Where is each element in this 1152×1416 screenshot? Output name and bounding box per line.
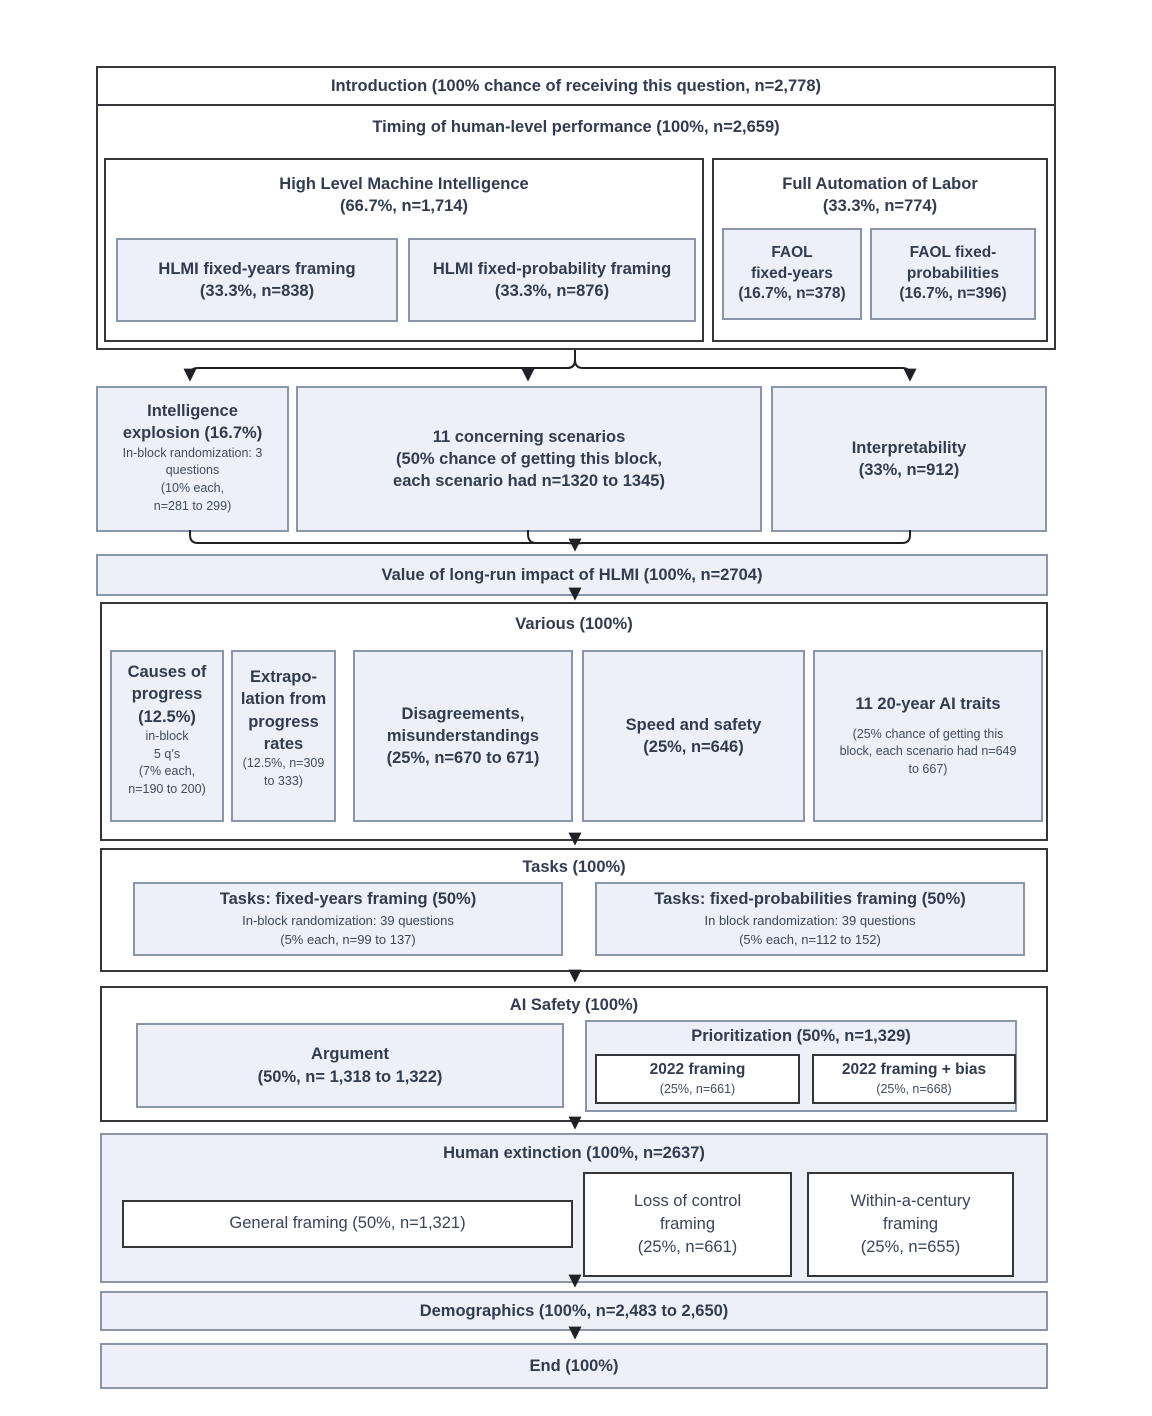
- end-box: End (100%): [100, 1343, 1048, 1389]
- concerning-scenarios-title: 11 concerning scenarios: [432, 427, 626, 446]
- ai-traits-detail: (25% chance of getting this block, each …: [839, 726, 1017, 777]
- framing-2022-bias-title: 2022 framing + bias: [841, 1060, 987, 1078]
- extrapolation-title: Extrapo- lation from progress rates: [240, 668, 327, 753]
- demographics-box: Demographics (100%, n=2,483 to 2,650): [100, 1291, 1048, 1331]
- faol-fixed-probabilities-box: FAOL fixed- probabilities (16.7%, n=396): [870, 228, 1036, 320]
- interpretability-box: Interpretability (33%, n=912): [771, 386, 1047, 532]
- ai-traits-box: 11 20-year AI traits (25% chance of gett…: [813, 650, 1043, 822]
- framing-2022-title: 2022 framing: [649, 1060, 746, 1078]
- framing-2022-sub: (25%, n=661): [659, 1081, 736, 1096]
- ai-traits-title: 11 20-year AI traits: [855, 695, 1001, 714]
- intelligence-explosion-title: Intelligence explosion (16.7%): [122, 402, 263, 443]
- within-a-century-box: Within-a-century framing (25%, n=655): [807, 1172, 1014, 1277]
- hlmi-sub: (66.7%, n=1,714): [340, 197, 468, 216]
- framing-2022-bias-sub: (25%, n=668): [876, 1081, 952, 1096]
- hlmi-fixed-probability-box: HLMI fixed-probability framing (33.3%, n…: [408, 238, 696, 322]
- tasks-fixed-probabilities-title: Tasks: fixed-probabilities framing (50%): [654, 890, 966, 909]
- argument-sub: (50%, n= 1,318 to 1,322): [257, 1067, 443, 1086]
- faol-fixed-probabilities-title: FAOL fixed- probabilities: [906, 243, 1000, 282]
- speed-and-safety-box: Speed and safety (25%, n=646): [582, 650, 805, 822]
- concerning-scenarios-box: 11 concerning scenarios (50% chance of g…: [296, 386, 762, 532]
- tasks-fixed-probabilities-detail: In block randomization: 39 questions (5%…: [704, 912, 916, 948]
- faol-fixed-years-title: FAOL fixed-years: [751, 243, 833, 282]
- disagreements-box: Disagreements, misunderstandings (25%, n…: [353, 650, 573, 822]
- tasks-fixed-probabilities-box: Tasks: fixed-probabilities framing (50%)…: [595, 882, 1025, 956]
- value-long-run-box: Value of long-run impact of HLMI (100%, …: [96, 554, 1048, 596]
- introduction-label: Introduction (100% chance of receiving t…: [330, 76, 822, 95]
- loss-of-control-sub: (25%, n=661): [637, 1238, 738, 1257]
- intelligence-explosion-box: Intelligence explosion (16.7%) In-block …: [96, 386, 289, 532]
- loss-of-control-box: Loss of control framing (25%, n=661): [583, 1172, 792, 1277]
- hlmi-fixed-probability-sub: (33.3%, n=876): [494, 282, 610, 300]
- tasks-header: Tasks (100%): [100, 854, 1048, 880]
- ai-safety-header: AI Safety (100%): [100, 992, 1048, 1018]
- tasks-fixed-years-title: Tasks: fixed-years framing (50%): [219, 890, 477, 909]
- timing-header: Timing of human-level performance (100%,…: [96, 112, 1056, 142]
- hlmi-fixed-years-sub: (33.3%, n=838): [199, 282, 315, 300]
- various-label: Various (100%): [515, 614, 633, 633]
- hlmi-fixed-years-title: HLMI fixed-years framing: [158, 259, 356, 278]
- introduction-box: Introduction (100% chance of receiving t…: [98, 68, 1054, 106]
- hlmi-fixed-years-box: HLMI fixed-years framing (33.3%, n=838): [116, 238, 398, 322]
- tasks-fixed-years-box: Tasks: fixed-years framing (50%) In-bloc…: [133, 882, 563, 956]
- faol-fixed-years-sub: (16.7%, n=378): [738, 285, 846, 303]
- faol-title: Full Automation of Labor: [782, 175, 978, 193]
- within-a-century-title: Within-a-century framing: [850, 1191, 971, 1233]
- faol-sub: (33.3%, n=774): [822, 197, 938, 216]
- prioritization-label: Prioritization (50%, n=1,329): [691, 1026, 911, 1045]
- timing-label: Timing of human-level performance (100%,…: [372, 117, 780, 136]
- tasks-label: Tasks (100%): [522, 857, 626, 876]
- general-framing-label: General framing (50%, n=1,321): [229, 1214, 466, 1233]
- value-long-run-label: Value of long-run impact of HLMI (100%, …: [381, 565, 763, 584]
- various-header: Various (100%): [100, 610, 1048, 638]
- within-a-century-sub: (25%, n=655): [860, 1238, 961, 1257]
- disagreements-title: Disagreements, misunderstandings: [386, 704, 540, 745]
- faol-fixed-years-box: FAOL fixed-years (16.7%, n=378): [722, 228, 862, 320]
- tasks-fixed-years-detail: In-block randomization: 39 questions (5%…: [242, 912, 454, 948]
- causes-of-progress-detail: in-block 5 q’s (7% each, n=190 to 200): [128, 728, 206, 797]
- hlmi-fixed-probability-title: HLMI fixed-probability framing: [432, 259, 672, 278]
- disagreements-sub: (25%, n=670 to 671): [386, 749, 540, 768]
- causes-of-progress-title: Causes of progress (12.5%): [127, 663, 207, 726]
- human-extinction-label: Human extinction (100%, n=2637): [443, 1143, 705, 1162]
- framing-2022-box: 2022 framing (25%, n=661): [595, 1054, 800, 1104]
- end-label: End (100%): [529, 1356, 619, 1375]
- intelligence-explosion-detail: In-block randomization: 3 questions (10%…: [122, 445, 263, 513]
- general-framing-box: General framing (50%, n=1,321): [122, 1200, 573, 1248]
- hlmi-title: High Level Machine Intelligence: [279, 175, 529, 193]
- extrapolation-detail: (12.5%, n=309 to 333): [242, 756, 325, 788]
- concerning-scenarios-sub: (50% chance of getting this block, each …: [393, 449, 665, 491]
- interpretability-title: Interpretability: [851, 438, 967, 457]
- faol-fixed-probabilities-sub: (16.7%, n=396): [899, 285, 1007, 303]
- speed-and-safety-sub: (25%, n=646): [643, 738, 744, 756]
- human-extinction-header: Human extinction (100%, n=2637): [100, 1140, 1048, 1166]
- extrapolation-box: Extrapo- lation from progress rates (12.…: [231, 650, 336, 822]
- speed-and-safety-title: Speed and safety: [625, 715, 762, 734]
- interpretability-sub: (33%, n=912): [858, 461, 960, 479]
- causes-of-progress-box: Causes of progress (12.5%) in-block 5 q’…: [110, 650, 224, 822]
- argument-title: Argument: [311, 1045, 389, 1064]
- ai-safety-label: AI Safety (100%): [509, 995, 639, 1014]
- argument-box: Argument (50%, n= 1,318 to 1,322): [136, 1023, 564, 1108]
- demographics-label: Demographics (100%, n=2,483 to 2,650): [419, 1301, 729, 1320]
- loss-of-control-title: Loss of control framing: [633, 1191, 742, 1233]
- framing-2022-bias-box: 2022 framing + bias (25%, n=668): [812, 1054, 1016, 1104]
